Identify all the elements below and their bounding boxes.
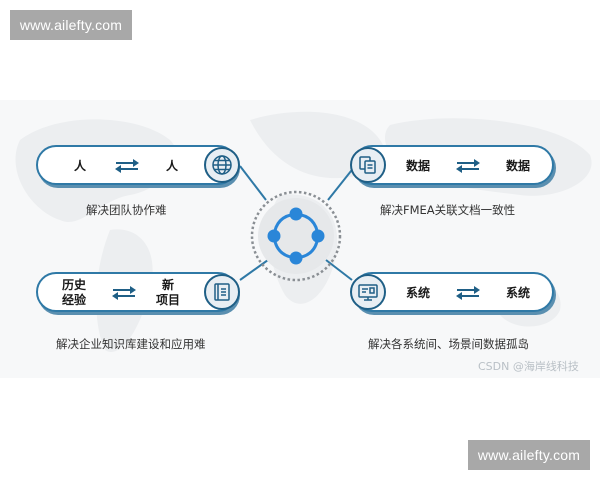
card-team-right-label: 人 — [166, 159, 179, 173]
card-team-left-label: 人 — [74, 159, 87, 173]
caption-system: 解决各系统间、场景间数据孤岛 — [368, 337, 529, 351]
connector-team — [239, 165, 267, 201]
monitor-icon — [350, 274, 386, 310]
card-system-right-label: 系统 — [506, 286, 531, 300]
card-knowledge-right-line1: 新 — [162, 278, 175, 292]
watermark-bottom: www.ailefty.com — [468, 440, 590, 470]
card-document-consistency: 数据 数据 — [350, 145, 554, 185]
diagram-stage: 人 人 解决团队协作难 数据 数据 解决FMEA关联文档一致性 历史 经验 新 … — [0, 100, 600, 378]
csdn-credit: CSDN @海岸线科技 — [478, 360, 579, 373]
card-data-left-label: 数据 — [406, 159, 431, 173]
card-knowledge-right-line2: 项目 — [156, 293, 181, 307]
caption-data: 解决FMEA关联文档一致性 — [380, 203, 516, 217]
connector-knowledge — [239, 259, 269, 281]
card-knowledge-left-line1: 历史 — [62, 278, 87, 292]
notebook-icon — [204, 274, 240, 310]
globe-icon — [204, 147, 240, 183]
card-team-collaboration: 人 人 — [36, 145, 240, 185]
caption-knowledge: 解决企业知识库建设和应用难 — [56, 337, 206, 351]
card-knowledge-base: 历史 经验 新 项目 — [36, 272, 240, 312]
card-data-right-label: 数据 — [506, 159, 531, 173]
swap-arrows-icon — [112, 286, 136, 300]
swap-arrows-icon — [456, 286, 480, 300]
watermark-top: www.ailefty.com — [10, 10, 132, 40]
caption-team: 解决团队协作难 — [86, 203, 167, 217]
swap-arrows-icon — [115, 159, 139, 173]
connector-system — [325, 259, 353, 281]
network-hub-icon — [250, 190, 342, 282]
card-knowledge-left-line2: 经验 — [62, 293, 87, 307]
card-system-silos: 系统 系统 — [350, 272, 554, 312]
swap-arrows-icon — [456, 159, 480, 173]
copy-documents-icon — [350, 147, 386, 183]
card-system-left-label: 系统 — [406, 286, 431, 300]
